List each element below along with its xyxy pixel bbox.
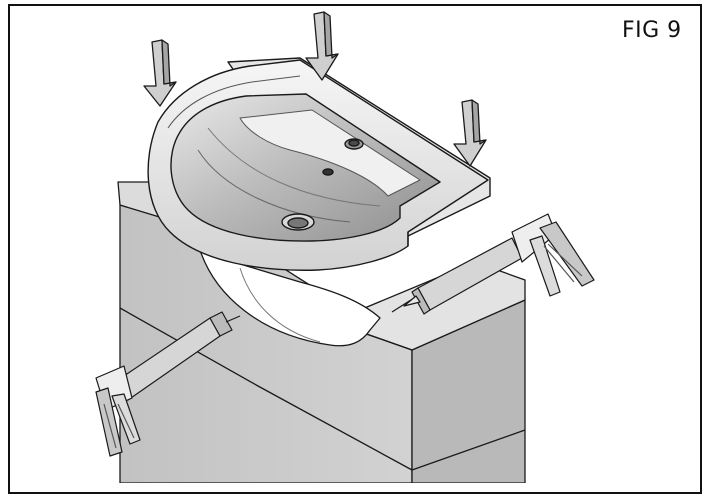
caulking-gun-icon bbox=[95, 311, 241, 457]
basin-bowl bbox=[170, 93, 441, 242]
gun-handle bbox=[539, 221, 595, 287]
cabinet-cutout bbox=[199, 249, 381, 347]
drawer-seam bbox=[411, 429, 526, 471]
gun-trigger bbox=[529, 235, 561, 297]
overflow-hole bbox=[322, 168, 334, 176]
caulking-gun-icon bbox=[391, 213, 595, 315]
drawer-seam bbox=[119, 307, 413, 471]
down-arrow-icon bbox=[143, 39, 177, 107]
figure-label: FIG 9 bbox=[622, 18, 682, 43]
installation-illustration bbox=[95, 11, 595, 483]
washbasin bbox=[147, 57, 491, 271]
down-arrow-icon bbox=[453, 99, 487, 167]
down-arrow-icon bbox=[305, 11, 339, 81]
